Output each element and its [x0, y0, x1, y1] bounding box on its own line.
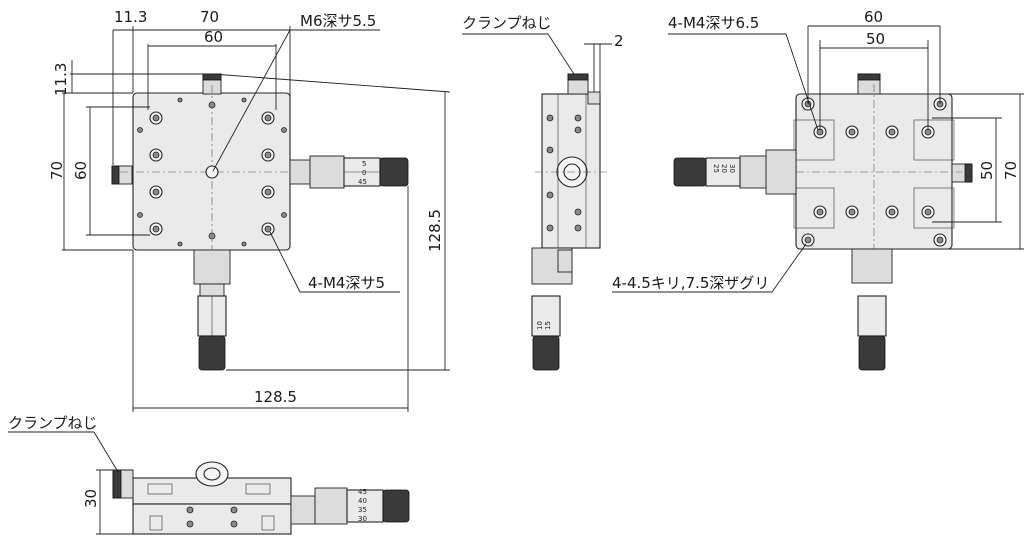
- top-bottom-micrometer: [193, 249, 231, 371]
- front-stage-lower: [132, 503, 292, 535]
- top-right-micrometer: 5 0 45: [289, 155, 409, 189]
- svg-text:45: 45: [358, 488, 367, 496]
- svg-text:15: 15: [544, 321, 552, 330]
- side-view: 10 15 クランプねじ 2: [462, 14, 624, 371]
- top-center-hole: [205, 165, 219, 179]
- svg-text:5: 5: [362, 160, 366, 168]
- front-view: 45 40 35 30 30 クランプねじ: [8, 414, 410, 535]
- svg-text:20: 20: [720, 164, 728, 173]
- label-center-hole: M6深サ5.5: [300, 12, 376, 30]
- dim-total-w: 128.5: [254, 388, 297, 406]
- top-view: 5 0 45 11.3 70 60 11.3 70: [48, 8, 451, 412]
- bottom-view: 20 25 30 60 50 70 50 4-M4深サ6.5 4-4.5キリ,7…: [612, 8, 1024, 371]
- svg-text:35: 35: [358, 506, 367, 514]
- dim-offset-v: 11.3: [52, 63, 70, 96]
- svg-text:0: 0: [362, 169, 366, 177]
- side-dim-gap: 2: [614, 32, 624, 50]
- dim-width-60: 60: [204, 28, 223, 46]
- dim-offset-h: 11.3: [114, 8, 147, 26]
- bottom-dim-height-50: 50: [978, 161, 996, 180]
- top-left-clamp-head: [111, 165, 120, 185]
- svg-text:40: 40: [358, 497, 367, 505]
- top-clamp-head: [202, 73, 222, 81]
- front-label-clamp: クランプねじ: [8, 414, 98, 432]
- label-counterbore: 4-4.5キリ,7.5深ザグリ: [612, 274, 769, 292]
- bottom-dim-width-50: 50: [866, 30, 885, 48]
- label-tapped-holes: 4-M4深サ5: [308, 274, 385, 292]
- label-tapped-bottom: 4-M4深サ6.5: [668, 14, 759, 32]
- bottom-dim-height-70: 70: [1002, 161, 1020, 180]
- bottom-dim-width-60: 60: [864, 8, 883, 26]
- dim-height-60: 60: [72, 161, 90, 180]
- top-holes: [137, 97, 287, 247]
- svg-text:30: 30: [358, 515, 367, 523]
- dim-total-h: 128.5: [426, 209, 444, 252]
- svg-text:30: 30: [728, 164, 736, 173]
- svg-text:45: 45: [358, 178, 367, 186]
- svg-text:25: 25: [712, 164, 720, 173]
- svg-text:10: 10: [536, 321, 544, 330]
- dim-width-70: 70: [200, 8, 219, 26]
- side-label-clamp: クランプねじ: [462, 14, 552, 32]
- front-dim-height: 30: [82, 489, 100, 508]
- dim-height-70: 70: [48, 161, 66, 180]
